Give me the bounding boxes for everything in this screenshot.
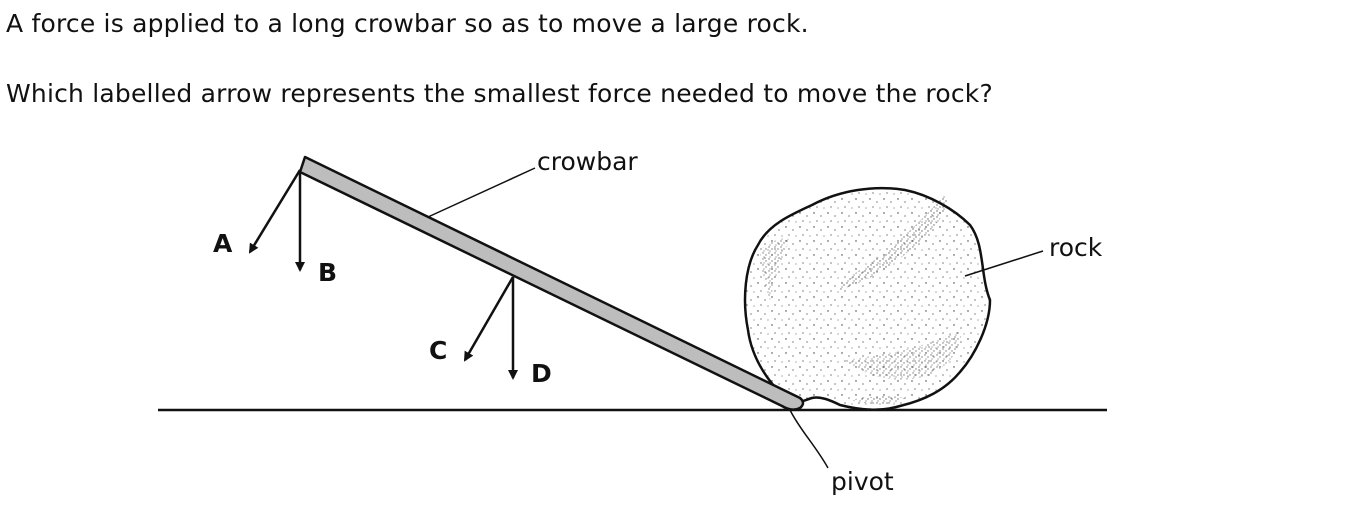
arrow-c — [463, 276, 515, 362]
question-prompt: Which labelled arrow represents the smal… — [6, 79, 993, 108]
arrow-a-label: A — [213, 229, 233, 258]
pivot-leader-line — [789, 409, 829, 469]
arrow-a — [248, 169, 302, 254]
crowbar-leader-line — [427, 167, 536, 218]
rock-label: rock — [1049, 233, 1103, 262]
question-statement: A force is applied to a long crowbar so … — [6, 9, 809, 38]
arrow-b-label: B — [318, 258, 337, 287]
pivot-label: pivot — [831, 467, 894, 496]
rock — [743, 186, 992, 411]
crowbar — [298, 155, 805, 411]
arrow-d-label: D — [531, 359, 552, 388]
rock-leader-line — [964, 250, 1044, 277]
arrow-c-label: C — [429, 336, 447, 365]
crowbar-label: crowbar — [537, 147, 638, 176]
